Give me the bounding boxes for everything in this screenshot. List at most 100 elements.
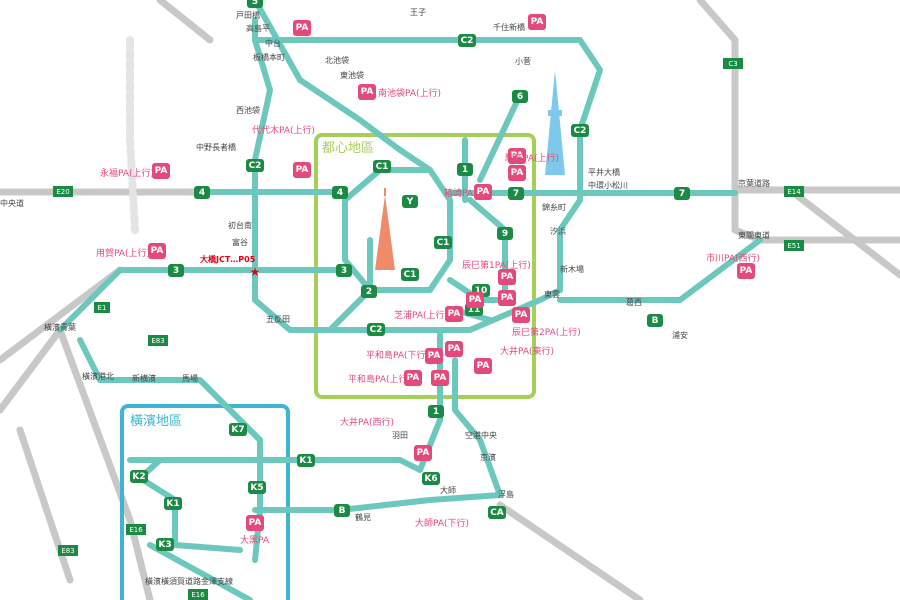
svg-text:PA: PA	[417, 448, 430, 458]
route-shield-k6[interactable]: K6	[422, 472, 440, 485]
pa-marker-p8[interactable]: PA	[474, 184, 492, 200]
pa-marker-p21[interactable]: PA	[431, 370, 449, 386]
place-tokan: 東關東道	[738, 230, 770, 240]
route-shield-y[interactable]: Y	[402, 195, 418, 208]
pa-marker-p2[interactable]: PA	[528, 14, 546, 30]
place-higashiikebukuro: 東池袋	[340, 70, 364, 80]
route-6	[477, 92, 523, 183]
pa-label-daikoku: 大黑PA	[240, 534, 270, 546]
svg-text:K5: K5	[250, 483, 263, 493]
pa-marker-p3[interactable]: PA	[358, 84, 376, 100]
pa-marker-p11[interactable]: PA	[445, 306, 463, 322]
route-shield-k3[interactable]: K3	[156, 538, 174, 551]
place-nakadori: 中環小松川	[588, 180, 628, 190]
place-kamata: 京濱	[480, 452, 496, 462]
place-nakanochoja: 中野長者橋	[196, 142, 236, 152]
svg-text:E16: E16	[129, 526, 143, 534]
svg-text:PA: PA	[511, 151, 524, 161]
route-shield-k1-yokohama[interactable]: K1	[164, 497, 182, 510]
route-shield-c1-east[interactable]: C1	[434, 236, 452, 249]
route-shield-k5[interactable]: K5	[248, 481, 266, 494]
pa-marker-p22[interactable]: PA	[466, 292, 484, 308]
pa-marker-p1[interactable]: PA	[293, 20, 311, 36]
route-shield-7-central[interactable]: 7	[508, 187, 524, 200]
route-k3-south	[147, 542, 253, 600]
pa-marker-p19[interactable]: PA	[498, 290, 516, 306]
pa-marker-p10[interactable]: PA	[512, 307, 530, 323]
route-shield-c1-south[interactable]: C1	[401, 268, 419, 281]
pa-marker-p16[interactable]: PA	[737, 263, 755, 279]
pa-marker-p17[interactable]: PA	[414, 445, 432, 461]
pa-marker-p6[interactable]: PA	[148, 243, 166, 259]
svg-text:K2: K2	[132, 472, 145, 482]
route-shield-1-ueno[interactable]: 1	[457, 163, 473, 176]
route-shield-6[interactable]: 6	[512, 90, 528, 103]
place-gotanda: 五反田	[266, 314, 290, 324]
route-shield-7-east[interactable]: 7	[674, 187, 690, 200]
svg-text:5: 5	[252, 0, 258, 7]
tokyo-tower-icon	[375, 188, 395, 270]
svg-text:6: 6	[517, 92, 523, 102]
pa-label-tatsumi1: 辰巳第1PA(上行)	[462, 259, 531, 271]
place-oji: 王子	[410, 8, 426, 17]
route-shield-b-yokohama[interactable]: B	[334, 504, 350, 517]
route-c2-ring	[252, 17, 603, 333]
svg-text:PA: PA	[501, 272, 514, 282]
route-shield-c2-south[interactable]: C2	[367, 323, 385, 336]
pa-label-ooshi: 大師PA(下行)	[415, 517, 469, 529]
route-shield-4-west[interactable]: 4	[194, 186, 210, 199]
route-shield-c2-east[interactable]: C2	[571, 124, 589, 137]
svg-text:7: 7	[679, 189, 685, 199]
pa-marker-p13[interactable]: PA	[425, 348, 443, 364]
svg-text:9: 9	[502, 229, 508, 239]
pa-marker-p15[interactable]: PA	[404, 370, 422, 386]
route-shield-ca[interactable]: CA	[488, 506, 506, 519]
route-shield-3-west[interactable]: 3	[168, 264, 184, 277]
route-shield-k2[interactable]: K2	[130, 470, 148, 483]
route-shield-5[interactable]: 5	[247, 0, 263, 8]
route-shield-c2-north[interactable]: C2	[458, 34, 476, 47]
place-nakadai: 中台	[265, 38, 281, 48]
route-shield-9[interactable]: 9	[497, 227, 513, 240]
svg-text:10: 10	[475, 286, 488, 296]
pa-marker-p4[interactable]: PA	[293, 162, 311, 178]
route-shield-b-east[interactable]: B	[647, 314, 663, 327]
yokohama-area-frame	[120, 404, 290, 600]
place-nishiikebukuro: 西池袋	[236, 105, 260, 115]
route-shield-k1[interactable]: K1	[297, 454, 315, 467]
svg-text:K6: K6	[424, 474, 437, 484]
svg-text:E16: E16	[191, 591, 205, 599]
pa-marker-p9[interactable]: PA	[498, 269, 516, 285]
svg-text:PA: PA	[740, 266, 753, 276]
pa-marker-p18[interactable]: PA	[246, 515, 264, 531]
svg-text:C2: C2	[370, 325, 383, 335]
route-k2-k3	[137, 475, 243, 553]
pa-label-heiwajima-down: 平和島PA(下行)	[366, 349, 429, 361]
badge-e16-north: E16	[126, 524, 146, 535]
route-shield-c2-west[interactable]: C2	[246, 159, 264, 172]
pa-marker-p7[interactable]: PA	[508, 165, 526, 181]
badge-e83-south: E83	[58, 545, 78, 556]
svg-text:7: 7	[513, 189, 519, 199]
pa-label-youga: 用賀PA(上行)	[96, 247, 150, 259]
pa-marker-p12[interactable]: PA	[445, 341, 463, 357]
pa-label-oi-east: 大井PA(東行)	[500, 345, 554, 357]
route-shield-4-central[interactable]: 4	[332, 186, 348, 199]
route-shield-3-central[interactable]: 3	[336, 264, 352, 277]
badge-e51: E51	[784, 240, 804, 251]
pa-marker-p14[interactable]: PA	[474, 358, 492, 374]
pa-marker-p20[interactable]: PA	[508, 148, 526, 164]
place-takashimadaira: 高島平	[246, 23, 270, 33]
yokohama-area-label: 橫濱地區	[130, 414, 182, 429]
route-shield-k7[interactable]: K7	[229, 423, 247, 436]
route-shield-2[interactable]: 2	[361, 285, 377, 298]
route-shields[interactable]: 5 4 4 3 3 2 1 1 6 7 7 9 10 11 C1 C1 C1 C…	[130, 0, 690, 551]
pa-marker-p5[interactable]: PA	[152, 163, 170, 179]
svg-text:C2: C2	[574, 126, 587, 136]
route-shield-1-haneda[interactable]: 1	[428, 405, 444, 418]
pa-markers[interactable]: PA PA PA PA PA PA PA PA PA PA PA PA PA P…	[148, 14, 755, 531]
route-shield-c1-north[interactable]: C1	[373, 160, 391, 173]
pa-labels: 南池袋PA(上行) 代代木PA(上行) 永福PA(上行) 用賀PA(上行) 駒形…	[96, 87, 760, 546]
